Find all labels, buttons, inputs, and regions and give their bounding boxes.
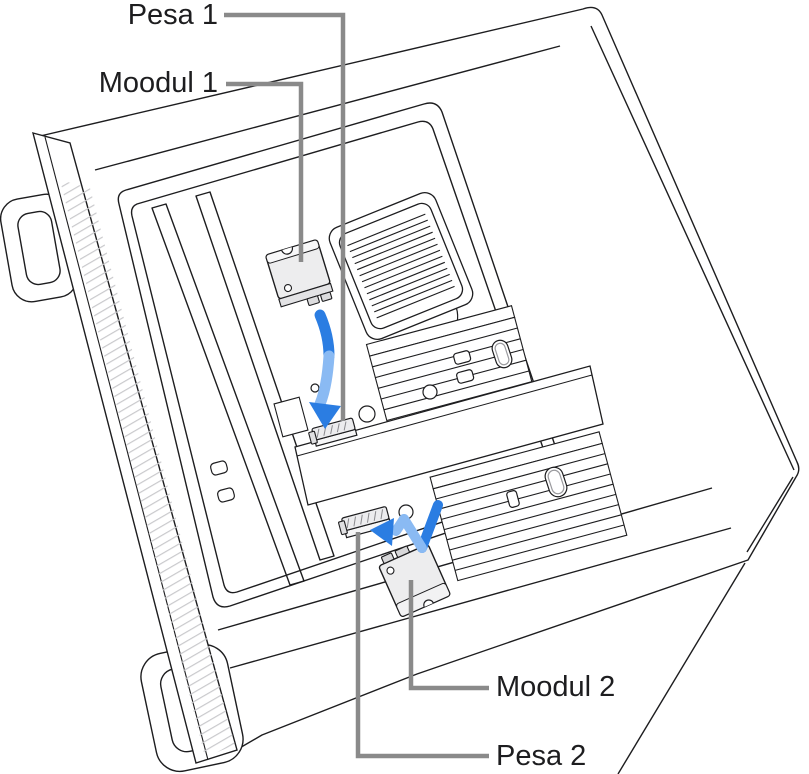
slot-hatch <box>346 509 384 529</box>
case-wall-right-inner-line <box>590 25 795 471</box>
arrow-2-shaft-light <box>399 514 427 553</box>
frame-clip <box>217 487 235 503</box>
arrow-2-shaft-light-2 <box>391 514 409 536</box>
module-1-connector-tab <box>320 291 333 302</box>
ssd-module-2 <box>378 544 451 617</box>
module-1-notch <box>281 246 294 255</box>
callout-line-pesa-1 <box>224 12 346 421</box>
vent-ribs <box>347 213 455 319</box>
module-2-connector-tab <box>394 545 410 558</box>
callout-line-moodul-2 <box>408 580 489 691</box>
post-circle <box>422 384 438 400</box>
ssd-slot-1 <box>308 417 358 447</box>
ssd-cover-bar <box>294 365 604 506</box>
frame-right-details <box>210 339 568 508</box>
install-arrow-2 <box>370 500 443 553</box>
module-2-notch <box>423 599 434 608</box>
heatsink-lower <box>429 431 628 582</box>
slot-end-cap <box>338 520 348 536</box>
arrow-2-head <box>370 518 394 546</box>
case-wall-top-inner-line <box>94 45 561 171</box>
heatsink-lower-fins <box>435 453 625 571</box>
callout-lines <box>224 12 489 759</box>
module-2-screw-hole <box>386 566 395 575</box>
frame-column-2 <box>195 191 335 561</box>
arrow-1-head <box>309 402 341 429</box>
install-arrow-1 <box>309 309 341 429</box>
case-chamfer-inner-line <box>746 476 794 553</box>
front-panel <box>32 132 238 764</box>
arrow-1-shaft-light <box>314 350 335 410</box>
callout-label-pesa-2: Pesa 2 <box>496 740 587 772</box>
vent-grille <box>328 191 474 341</box>
frame-tab <box>456 369 475 384</box>
front-panel-lattice <box>60 180 235 757</box>
frame-column-1 <box>151 203 305 586</box>
screw-circle <box>310 383 320 393</box>
module-2-connector-tab <box>380 552 395 564</box>
slot-end-cap <box>308 430 318 445</box>
post-circle <box>358 405 376 423</box>
slot-hatch <box>316 421 347 438</box>
frame-tab <box>506 490 520 508</box>
case-bottom-right-edge <box>617 562 746 774</box>
board-posts <box>310 383 438 520</box>
frame-tab <box>453 350 472 365</box>
arrow-2-shaft-dark <box>417 500 443 553</box>
module-1-screw-hole <box>283 283 293 293</box>
callout-line-moodul-1 <box>226 81 304 262</box>
frame-clip <box>210 460 228 476</box>
guide-pill-1 <box>491 339 513 369</box>
callout-label-moodul-2: Moodul 2 <box>496 671 616 703</box>
callout-line-pesa-2 <box>355 532 489 759</box>
module-1-connector-tab <box>306 295 320 306</box>
ssd-module-1 <box>265 239 334 308</box>
module-1-cap <box>265 239 320 264</box>
lower-wall-line-2 <box>229 527 732 669</box>
callout-label-pesa-1: Pesa 1 <box>127 0 218 31</box>
bay-bracket <box>273 396 309 438</box>
guide-pill-2 <box>544 466 568 498</box>
callout-label-moodul-1: Moodul 1 <box>98 67 218 99</box>
